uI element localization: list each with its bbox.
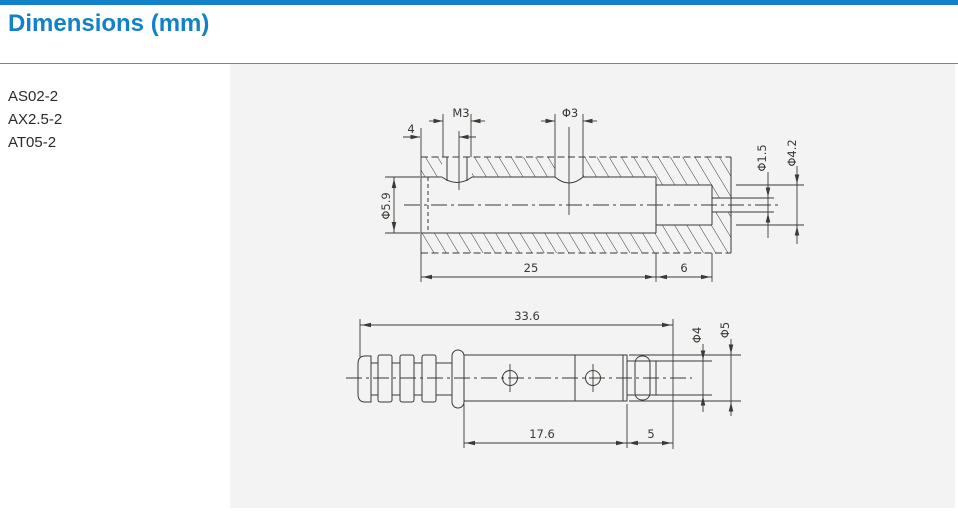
dim-label-phi5: Φ5 bbox=[718, 322, 732, 338]
model-item: AS02-2 bbox=[8, 88, 59, 105]
dim-label-25: 25 bbox=[524, 261, 539, 275]
dim-label-m3: M3 bbox=[452, 106, 469, 120]
section-view: M3 4 Φ3 Φ5.9 25 6 bbox=[379, 106, 804, 282]
section-dimensions: M3 4 Φ3 Φ5.9 25 6 bbox=[379, 106, 804, 282]
side-outline bbox=[346, 349, 692, 409]
dim-label-phi4-2: Φ4.2 bbox=[785, 139, 799, 166]
dim-label-33-6: 33.6 bbox=[514, 309, 540, 323]
title-divider bbox=[0, 63, 958, 64]
section-hatch bbox=[421, 157, 731, 253]
top-accent-bar bbox=[0, 0, 958, 5]
model-list: AS02-2 AX2.5-2 AT05-2 bbox=[8, 85, 62, 154]
drawing-panel bbox=[230, 64, 955, 508]
dim-label-5: 5 bbox=[647, 427, 654, 441]
dim-label-phi1-5: Φ1.5 bbox=[755, 144, 769, 171]
dim-label-6: 6 bbox=[680, 261, 687, 275]
dim-label-phi3: Φ3 bbox=[562, 106, 578, 120]
side-dimensions: 33.6 Φ4 Φ5 17.6 5 bbox=[359, 309, 741, 449]
dim-label-phi5-9: Φ5.9 bbox=[379, 192, 393, 219]
dim-label-17-6: 17.6 bbox=[529, 427, 555, 441]
side-view: 33.6 Φ4 Φ5 17.6 5 bbox=[346, 309, 741, 449]
model-item: AT05-2 bbox=[8, 134, 57, 151]
page-title: Dimensions (mm) bbox=[8, 10, 210, 37]
section-outline bbox=[404, 128, 782, 282]
model-item: AX2.5-2 bbox=[8, 111, 63, 128]
dim-label-phi4: Φ4 bbox=[690, 327, 704, 343]
dim-label-4: 4 bbox=[407, 122, 414, 136]
